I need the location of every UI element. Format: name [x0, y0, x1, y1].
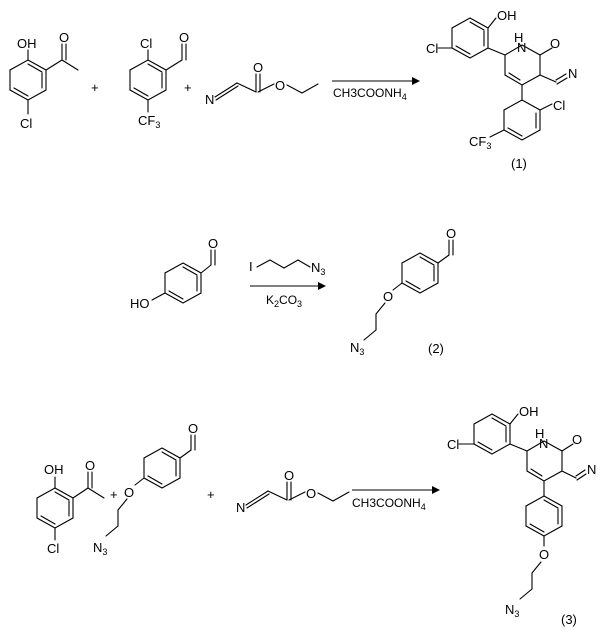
product-1: OH Cl H N O N Cl CF3 (1) — [426, 8, 577, 171]
carbonyl-oxygen-label: O — [85, 458, 95, 473]
reaction-arrow-1: CH3COONH4 — [332, 77, 420, 102]
hydroxyl-label: HO — [130, 296, 150, 311]
reactant-azidopropoxy-benzaldehyde: O O N3 — [93, 421, 198, 557]
carbonyl-oxygen-label: O — [59, 30, 69, 45]
ring-nitrogen-label: N — [517, 40, 526, 55]
azide-label: N3 — [311, 260, 325, 277]
nitrile-nitrogen-label: N — [587, 462, 596, 477]
trifluoromethyl-label: CF3 — [469, 134, 491, 151]
aldehyde-oxygen-label: O — [179, 30, 189, 45]
azide-label: N3 — [505, 602, 519, 619]
nh-label: H — [514, 30, 523, 45]
oxo-label: O — [550, 36, 560, 51]
chloro-label: Cl — [426, 41, 438, 56]
trifluoromethyl-label: CF3 — [138, 113, 160, 130]
nitrile-nitrogen-label: N — [205, 92, 214, 107]
azide-label: N3 — [350, 340, 364, 357]
reactant-ethyl-cyanoacetate-3: N O O — [236, 468, 350, 515]
ester-carbonyl-oxygen-label: O — [253, 60, 263, 75]
ester-carbonyl-oxygen-label: O — [284, 468, 294, 483]
nh-label: H — [535, 426, 544, 441]
reactant-hydroxyacetophenone-1: OH O Cl — [9, 30, 79, 131]
reactant-chloro-cf3-benzaldehyde: Cl O CF3 — [129, 30, 189, 130]
plus-sign: + — [91, 80, 99, 95]
reagent-label: CH3COONH4 — [352, 496, 426, 512]
iodide-label: I — [249, 259, 253, 274]
chloro-label: Cl — [140, 36, 152, 51]
aldehyde-oxygen-label: O — [208, 236, 218, 251]
hydroxyl-label: OH — [497, 8, 517, 23]
product-number-label: (1) — [511, 156, 527, 171]
ester-oxygen-label: O — [275, 78, 285, 93]
base-label: K2CO3 — [266, 293, 302, 309]
ester-oxygen-label: O — [306, 486, 316, 501]
product-3: OH Cl H N O N O N3 (3) — [447, 404, 596, 627]
chloro-label: Cl — [47, 541, 59, 556]
reaction-arrow-2: I N3 K2CO3 — [249, 259, 326, 309]
product-2: O O N3 (2) — [350, 226, 456, 357]
plus-sign: + — [110, 487, 118, 502]
reactant-hydroxyacetophenone-3: OH O Cl — [36, 458, 105, 556]
plus-sign: + — [207, 487, 215, 502]
chloro-label: Cl — [20, 116, 32, 131]
product-number-label: (3) — [561, 612, 577, 627]
nitrile-nitrogen-label: N — [568, 66, 577, 81]
aldehyde-oxygen-label: O — [446, 226, 456, 241]
ether-oxygen-label: O — [383, 289, 393, 304]
reactant-ethyl-cyanoacetate-1: N O O — [205, 60, 319, 107]
nitrile-nitrogen-label: N — [236, 500, 245, 515]
azide-label: N3 — [93, 540, 107, 557]
ether-oxygen-label: O — [539, 547, 549, 562]
hydroxyl-label: OH — [44, 462, 64, 477]
reactant-4-hydroxybenzaldehyde: O HO — [130, 236, 218, 311]
ring-nitrogen-label: N — [539, 436, 548, 451]
aldehyde-oxygen-label: O — [188, 421, 198, 436]
reagent-label: CH3COONH4 — [333, 86, 407, 102]
oxo-label: O — [572, 432, 582, 447]
hydroxyl-label: OH — [17, 36, 37, 51]
hydroxyl-label: OH — [519, 404, 539, 419]
product-number-label: (2) — [428, 341, 444, 356]
reaction-arrow-3: CH3COONH4 — [352, 486, 440, 512]
chloro-label: Cl — [553, 98, 565, 113]
ether-oxygen-label: O — [124, 485, 134, 500]
chloro-label: Cl — [447, 437, 459, 452]
plus-sign: + — [184, 80, 192, 95]
